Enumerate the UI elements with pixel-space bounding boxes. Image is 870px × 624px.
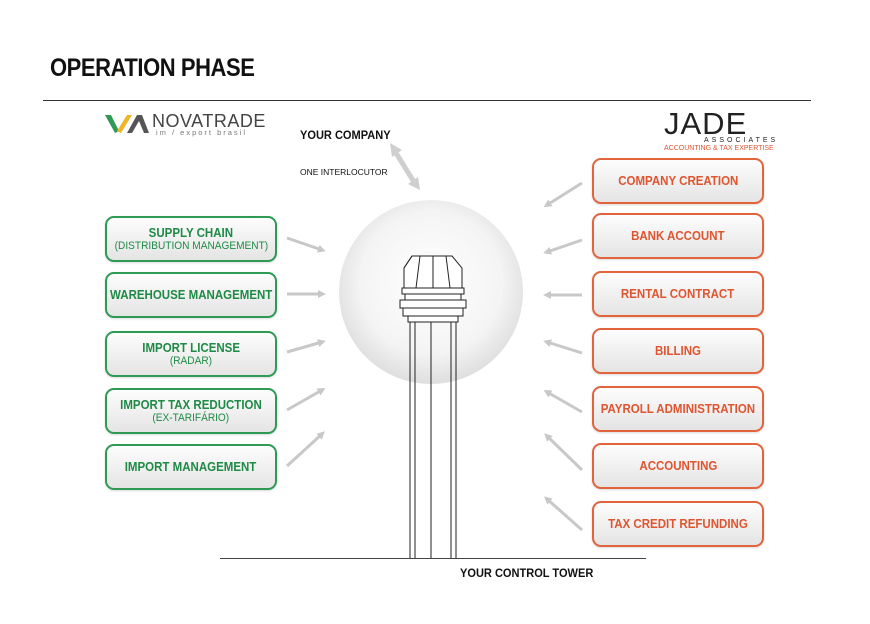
service-import-management[interactable]: IMPORT MANAGEMENT	[105, 444, 277, 490]
service-label: SUPPLY CHAIN	[148, 225, 234, 240]
service-label: WAREHOUSE MANAGEMENT	[109, 287, 273, 302]
connector-arrow-icon	[286, 236, 326, 253]
service-sublabel: (RADAR)	[169, 354, 213, 367]
service-label: ACCOUNTING	[639, 458, 717, 473]
connector-arrow-icon	[285, 431, 325, 468]
connector-arrow-icon	[544, 433, 584, 472]
service-accounting[interactable]: ACCOUNTING	[592, 443, 764, 489]
service-label: COMPANY CREATION	[617, 173, 739, 188]
control-tower-icon	[399, 255, 467, 558]
connector-arrow-icon	[544, 496, 583, 532]
ground-line	[220, 558, 646, 559]
your-company-label: YOUR COMPANY	[300, 128, 391, 142]
jade-logo-tagline: ACCOUNTING & TAX EXPERTISE	[664, 145, 774, 152]
control-tower-label: YOUR CONTROL TOWER	[460, 566, 594, 580]
service-sublabel: (EX-TARIFÁRIO)	[152, 411, 230, 424]
service-import-tax-reduction[interactable]: IMPORT TAX REDUCTION (EX-TARIFÁRIO)	[105, 388, 277, 434]
title-divider	[43, 100, 811, 101]
page-title: OPERATION PHASE	[50, 54, 255, 82]
connector-arrow-icon	[543, 238, 583, 255]
service-label: RENTAL CONTRACT	[621, 286, 735, 301]
connector-arrow-icon	[286, 339, 326, 354]
interlocutor-arrow-icon	[390, 143, 420, 190]
service-label: BANK ACCOUNT	[631, 228, 725, 243]
service-billing[interactable]: BILLING	[592, 328, 764, 374]
jade-logo-text: JADE	[664, 106, 748, 141]
connector-arrow-icon	[286, 388, 326, 412]
service-label: IMPORT MANAGEMENT	[125, 459, 257, 474]
service-rental-contract[interactable]: RENTAL CONTRACT	[592, 271, 764, 317]
jade-logo-subtitle: ASSOCIATES	[704, 137, 779, 144]
one-interlocutor-label: ONE INTERLOCUTOR	[300, 167, 388, 177]
service-label: TAX CREDIT REFUNDING	[608, 516, 748, 531]
service-sublabel: (DISTRIBUTION MANAGEMENT)	[114, 239, 268, 252]
service-bank-account[interactable]: BANK ACCOUNT	[592, 213, 764, 259]
novatrade-tagline: im / export brasil	[156, 128, 248, 137]
connector-arrow-icon	[543, 390, 583, 414]
connector-arrow-icon	[543, 181, 583, 208]
service-label: IMPORT LICENSE	[142, 340, 240, 355]
service-warehouse-management[interactable]: WAREHOUSE MANAGEMENT	[105, 272, 277, 318]
service-company-creation[interactable]: COMPANY CREATION	[592, 158, 764, 204]
service-tax-credit-refunding[interactable]: TAX CREDIT REFUNDING	[592, 501, 764, 547]
service-import-license[interactable]: IMPORT LICENSE (RADAR)	[105, 331, 277, 377]
service-payroll-administration[interactable]: PAYROLL ADMINISTRATION	[592, 386, 764, 432]
service-label: IMPORT TAX REDUCTION	[120, 397, 262, 412]
novatrade-logo-icon	[105, 115, 149, 133]
novatrade-logo-text: NOVATRADE	[152, 111, 266, 131]
service-label: PAYROLL ADMINISTRATION	[600, 401, 756, 416]
service-label: BILLING	[655, 343, 701, 358]
connector-arrow-icon	[543, 339, 583, 355]
service-supply-chain[interactable]: SUPPLY CHAIN (DISTRIBUTION MANAGEMENT)	[105, 216, 277, 262]
